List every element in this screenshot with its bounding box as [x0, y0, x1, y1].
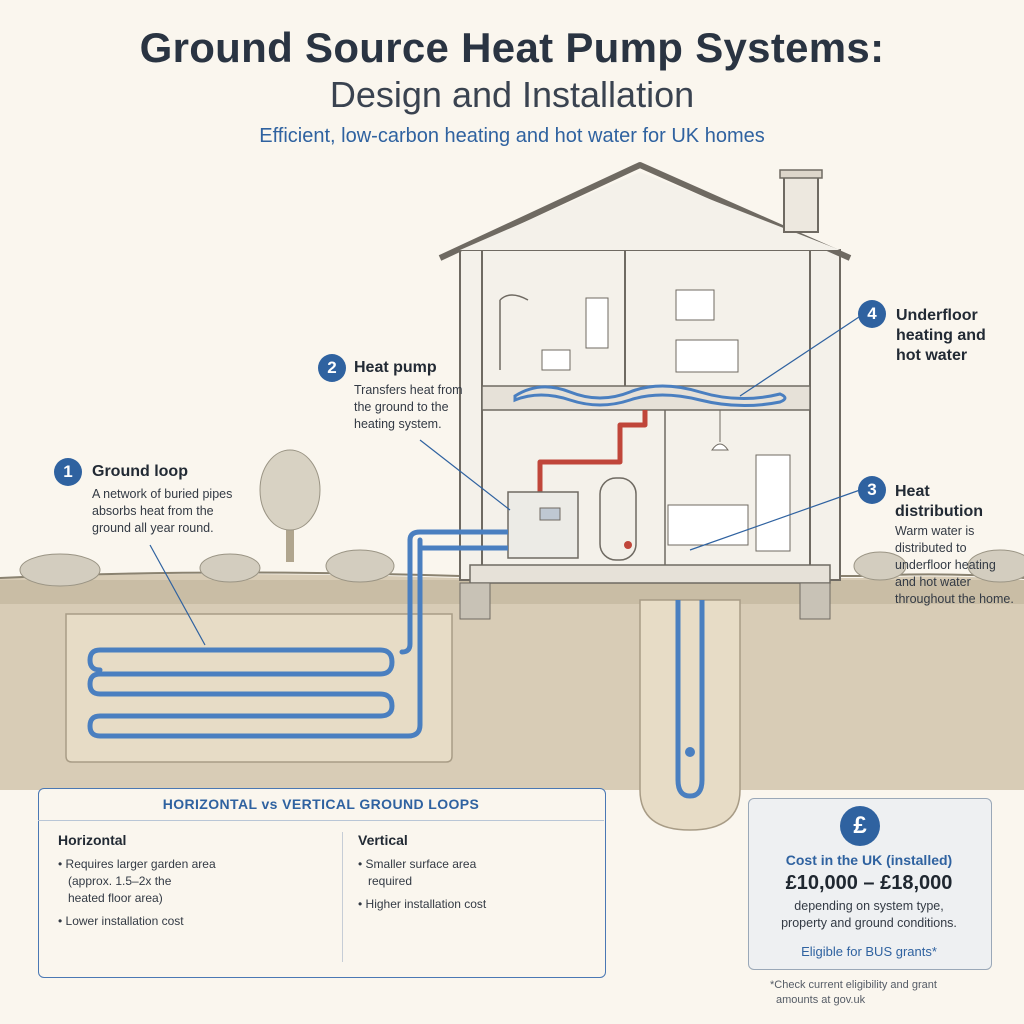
- horizontal-ground-loop: [87, 537, 423, 739]
- grant-eligibility: Eligible for BUS grants*: [801, 944, 937, 959]
- borehole-shaft: [639, 599, 741, 831]
- cost-panel: [748, 798, 992, 970]
- page-tagline: Efficient, low-carbon heating and hot wa…: [259, 125, 765, 147]
- page-title: Ground Source Heat Pump Systems:: [139, 24, 885, 71]
- comparison-title: HORIZONTAL vs VERTICAL GROUND LOOPS: [162, 796, 480, 812]
- callout-3-title: Heat distribution: [895, 483, 983, 520]
- cost-note: depending on system type, property and g…: [781, 899, 957, 930]
- cost-range: £10,000 – £18,000: [785, 872, 953, 894]
- vertical-points: • Smaller surface area required • Higher…: [358, 857, 487, 911]
- callout-2-number: 2: [318, 354, 346, 382]
- callout-1-title: Ground loop: [92, 463, 188, 480]
- horizontal-points: • Requires larger garden area (approx. 1…: [58, 857, 216, 928]
- page-subtitle: Design and Installation: [329, 74, 695, 115]
- horizontal-trench: [65, 613, 453, 763]
- callout-2-title: Heat pump: [354, 359, 437, 376]
- bushes: [19, 549, 1024, 587]
- tree-drawing: [259, 449, 321, 562]
- heat-pump-unit: [507, 491, 579, 559]
- underfloor-pipe: [513, 384, 787, 408]
- house-drawing: [438, 162, 852, 620]
- hot-water-pipe: [537, 410, 648, 492]
- footnote: *Check current eligibility and grant amo…: [770, 979, 937, 1006]
- loop-feed-pipes: [407, 529, 508, 551]
- cost-label: Cost in the UK (installed): [785, 852, 953, 868]
- callout-4-number: 4: [858, 300, 886, 328]
- comparison-panel: [38, 788, 606, 978]
- hot-water-cylinder: [599, 477, 637, 561]
- callout-1-description: A network of buried pipes absorbs heat f…: [92, 487, 233, 535]
- topsoil-band: [0, 580, 1024, 604]
- pound-icon: £: [840, 806, 880, 846]
- vertical-ground-loop: [675, 600, 705, 799]
- vertical-heading: Vertical: [358, 832, 408, 848]
- comparison-column-divider: [342, 832, 343, 962]
- callout-3-description: Warm water is distributed to underfloor …: [895, 524, 1014, 606]
- horizontal-heading: Horizontal: [58, 832, 127, 848]
- callout-leaders: [149, 314, 863, 646]
- callout-4-title: Underfloor heating and hot water: [896, 307, 986, 364]
- callout-1-number: 1: [54, 458, 82, 486]
- callout-2-description: Transfers heat from the ground to the he…: [354, 383, 463, 431]
- grass-line: [0, 571, 1024, 579]
- comparison-divider: [38, 820, 604, 821]
- callout-3-number: 3: [858, 476, 886, 504]
